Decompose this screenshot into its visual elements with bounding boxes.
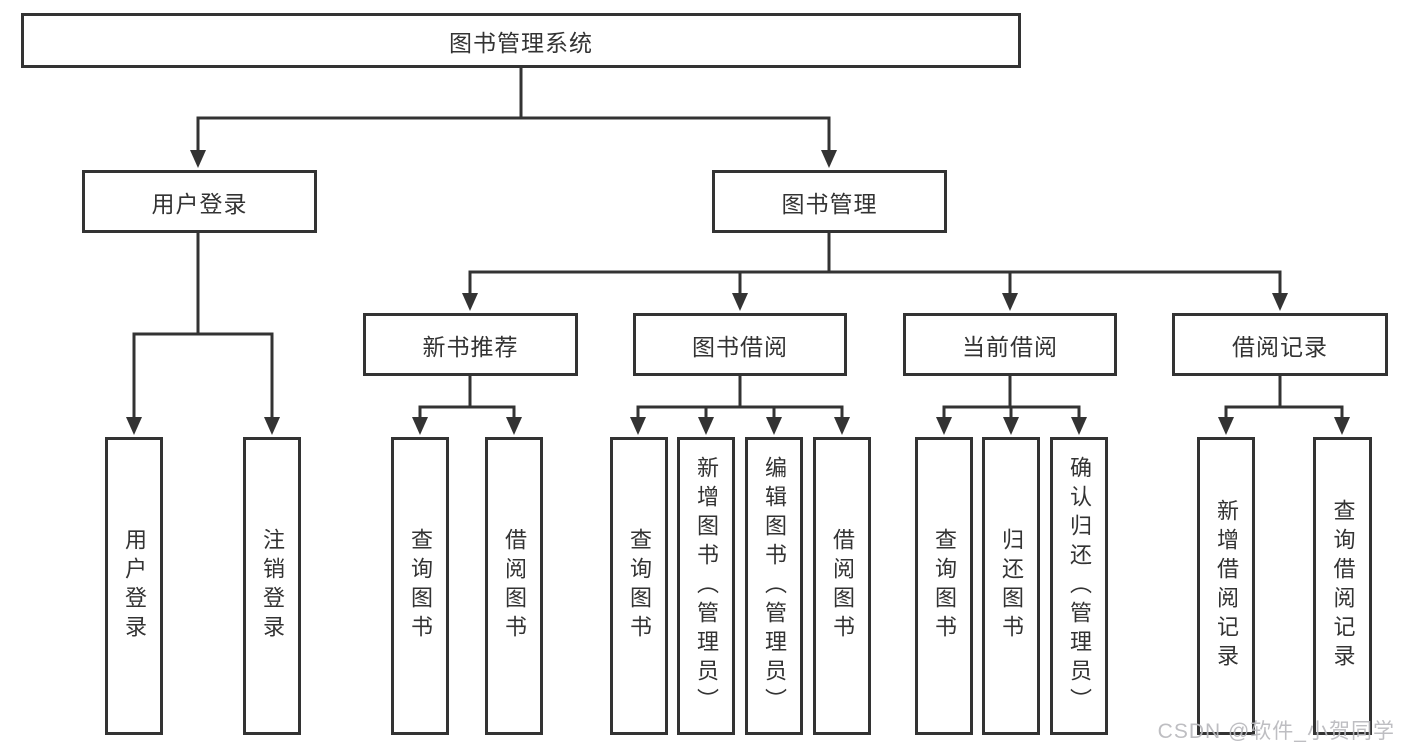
leaf-logout-login: 注销登录 (243, 437, 301, 735)
leaf-add-borrow-record: 新增借阅记录 (1197, 437, 1255, 735)
leaf-borrow-query-books-label: 查询图书 (627, 528, 652, 644)
leaf-user-login-label: 用户登录 (122, 528, 147, 644)
leaf-current-query-books: 查询图书 (915, 437, 973, 735)
leaf-confirm-return-admin-label: 确认归还（管理员） (1067, 455, 1092, 717)
node-current-borrow: 当前借阅 (903, 313, 1117, 376)
node-book-management: 图书管理 (712, 170, 947, 233)
leaf-edit-books-admin-label: 编辑图书（管理员） (762, 455, 787, 717)
node-root: 图书管理系统 (21, 13, 1021, 68)
leaf-query-borrow-record-label: 查询借阅记录 (1330, 499, 1356, 673)
leaf-return-books: 归还图书 (982, 437, 1040, 735)
csdn-watermark: CSDN @软件_小贺同学 (1157, 720, 1395, 743)
leaf-add-books-admin-label: 新增图书（管理员） (694, 455, 719, 717)
leaf-return-books-label: 归还图书 (999, 528, 1024, 644)
leaf-confirm-return-admin: 确认归还（管理员） (1050, 437, 1108, 735)
leaf-recommend-query-books-label: 查询图书 (408, 528, 433, 644)
node-new-book-recommend-label: 新书推荐 (422, 333, 519, 360)
leaf-add-borrow-record-label: 新增借阅记录 (1214, 499, 1239, 673)
node-user-login: 用户登录 (82, 170, 317, 233)
node-user-login-label: 用户登录 (151, 190, 248, 217)
node-new-book-recommend: 新书推荐 (363, 313, 578, 376)
leaf-borrow-books: 借阅图书 (813, 437, 871, 735)
node-borrow-record: 借阅记录 (1172, 313, 1388, 376)
node-book-management-label: 图书管理 (781, 190, 878, 217)
node-root-label: 图书管理系统 (449, 29, 593, 56)
leaf-recommend-borrow-books: 借阅图书 (485, 437, 543, 735)
leaf-user-login: 用户登录 (105, 437, 163, 735)
node-book-borrow: 图书借阅 (633, 313, 847, 376)
leaf-borrow-books-label: 借阅图书 (830, 528, 855, 644)
leaf-edit-books-admin: 编辑图书（管理员） (745, 437, 803, 735)
node-borrow-record-label: 借阅记录 (1232, 333, 1328, 360)
node-current-borrow-label: 当前借阅 (962, 333, 1058, 360)
leaf-recommend-query-books: 查询图书 (391, 437, 449, 735)
node-book-borrow-label: 图书借阅 (692, 333, 788, 360)
leaf-add-books-admin: 新增图书（管理员） (677, 437, 735, 735)
leaf-recommend-borrow-books-label: 借阅图书 (502, 528, 527, 644)
leaf-query-borrow-record: 查询借阅记录 (1313, 437, 1372, 735)
leaf-current-query-books-label: 查询图书 (932, 528, 957, 644)
leaf-borrow-query-books: 查询图书 (610, 437, 668, 735)
leaf-logout-login-label: 注销登录 (260, 528, 285, 644)
